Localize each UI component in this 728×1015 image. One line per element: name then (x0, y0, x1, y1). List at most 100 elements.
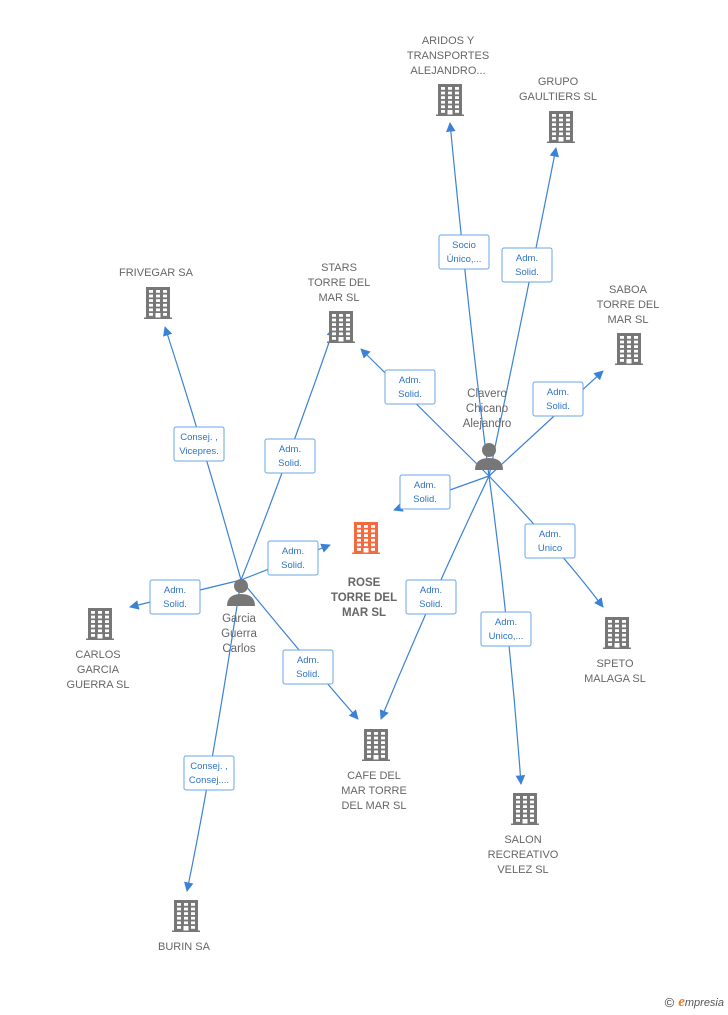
edge-clavero-aridos: SocioÚnico,... (438, 122, 490, 477)
building-icon (436, 84, 464, 116)
edge-label-text: Único,... (447, 254, 482, 265)
edge-clavero-gaultiers: Adm. Solid. (488, 147, 560, 477)
copyright-symbol: © (664, 995, 675, 1010)
person-label: Carlos (222, 643, 255, 655)
edge-label-text: Adm. (279, 444, 301, 455)
edge-label-box[interactable] (264, 438, 316, 474)
edge-label-box[interactable] (438, 234, 490, 270)
brand-wordmark: empresia (678, 994, 724, 1010)
edge-garcia-cafe: Adm.Solid. (240, 579, 359, 720)
edge-label-text: Solid. (398, 389, 422, 400)
company-label: MALAGA SL (584, 673, 646, 685)
company-label: FRIVEGAR SA (119, 267, 194, 279)
edge-label-box[interactable] (501, 247, 553, 283)
company-label: ALEJANDRO... (410, 65, 485, 77)
edge-label-text: Solid. (163, 599, 187, 610)
edge-label-text: Adm. (539, 529, 561, 540)
company-node-speto[interactable]: SPETO MALAGA SL (584, 617, 646, 685)
company-label: TORRE DEL (308, 277, 371, 289)
person-label: Guerra (221, 628, 257, 640)
company-node-rose[interactable]: ROSE TORRE DEL MAR SL (331, 522, 397, 619)
edge-label-box[interactable] (524, 523, 576, 559)
edge-label-text: Adm. (399, 375, 421, 386)
nodes-layer: ARIDOS Y TRANSPORTES ALEJANDRO... GRUPOGAUL… (67, 35, 660, 953)
edge-clavero-rose: Adm.Solid. (393, 474, 490, 512)
building-icon (615, 333, 643, 365)
company-label: MAR SL (342, 607, 386, 619)
edge-garcia-burin: Consej. ,Consej.... (183, 579, 242, 892)
edge-label-box[interactable] (149, 579, 201, 615)
company-label: MAR TORRE (341, 785, 407, 797)
edge-label-text: Adm. (516, 253, 538, 264)
edge-label-box[interactable] (384, 369, 436, 405)
edge-label-text: Adm. (420, 585, 442, 596)
edge-label-text: Adm. (164, 585, 186, 596)
edge-label-box[interactable] (405, 579, 457, 615)
edge-clavero-stars: Adm. Solid. (360, 348, 490, 477)
edges-layer: SocioÚnico,...Adm.Solid.Adm.Solid.Adm.So… (129, 122, 604, 892)
person-label: Alejandro (463, 418, 512, 430)
edge-label-box[interactable] (267, 540, 319, 576)
edge-line (360, 348, 490, 477)
person-icon (227, 579, 255, 606)
edge-label-text: Unico,... (489, 631, 524, 642)
edge-label-box[interactable] (282, 649, 334, 685)
edge-label-text: Adm. (495, 617, 517, 628)
edge-clavero-speto: Adm.Unico (488, 475, 604, 608)
company-label: GRUPO (538, 76, 579, 88)
edge-label-text: Solid. (515, 267, 539, 278)
edge-label-box[interactable] (183, 755, 235, 791)
edge-label-text: Adm. (282, 546, 304, 557)
edge-clavero-saboa: Adm.Solid. (488, 370, 604, 477)
edge-clavero-cafe: Adm.Solid. (379, 475, 490, 720)
edge-label-box[interactable] (532, 381, 584, 417)
company-node-burin[interactable]: BURIN SA (158, 900, 211, 953)
company-label: TRANSPORTES (407, 50, 489, 62)
edge-label-text: Solid. (278, 458, 302, 469)
edge-label-text: Adm. (297, 655, 319, 666)
building-icon (144, 287, 172, 319)
edge-line (488, 370, 604, 477)
edge-label-text: Adm. (547, 387, 569, 398)
edge-label-text: Consej.... (189, 775, 229, 786)
building-icon (352, 522, 380, 554)
person-icon (475, 443, 503, 470)
edge-label-box[interactable] (173, 426, 225, 462)
company-label: CARLOS (75, 649, 120, 661)
company-label: MAR SL (319, 292, 360, 304)
edge-label-text: Adm. (414, 480, 436, 491)
company-label: SABOA (609, 284, 648, 296)
company-label: GARCIA (77, 664, 120, 676)
company-label: CAFE DEL (347, 770, 401, 782)
building-icon (603, 617, 631, 649)
company-label: ROSE (348, 577, 381, 589)
person-label: Garcia (222, 613, 256, 625)
company-node-aridos[interactable]: ARIDOS Y TRANSPORTES ALEJANDRO... (407, 35, 489, 116)
edge-label-box[interactable] (480, 611, 532, 647)
company-label: ARIDOS Y (422, 35, 475, 47)
edge-garcia-carlos-garcia: Adm. Solid. (129, 579, 242, 615)
company-node-cafe[interactable]: CAFE DEL MAR TORRE DEL MAR SL (341, 729, 407, 812)
company-label: DEL MAR SL (341, 800, 406, 812)
building-icon (362, 729, 390, 761)
brand-logo: © empresia (665, 994, 724, 1011)
company-label: TORRE DEL (331, 592, 397, 604)
company-label: SALON (504, 834, 541, 846)
edge-garcia-stars: Adm. Solid. (240, 327, 336, 581)
building-icon (547, 111, 575, 143)
edge-label-text: Solid. (281, 560, 305, 571)
company-label: SPETO (596, 658, 634, 670)
building-icon (172, 900, 200, 932)
edge-line (446, 122, 490, 477)
edge-label-text: Consej. , (180, 432, 218, 443)
edge-label-box[interactable] (399, 474, 451, 510)
company-node-frivegar[interactable]: FRIVEGAR SA (119, 267, 194, 319)
